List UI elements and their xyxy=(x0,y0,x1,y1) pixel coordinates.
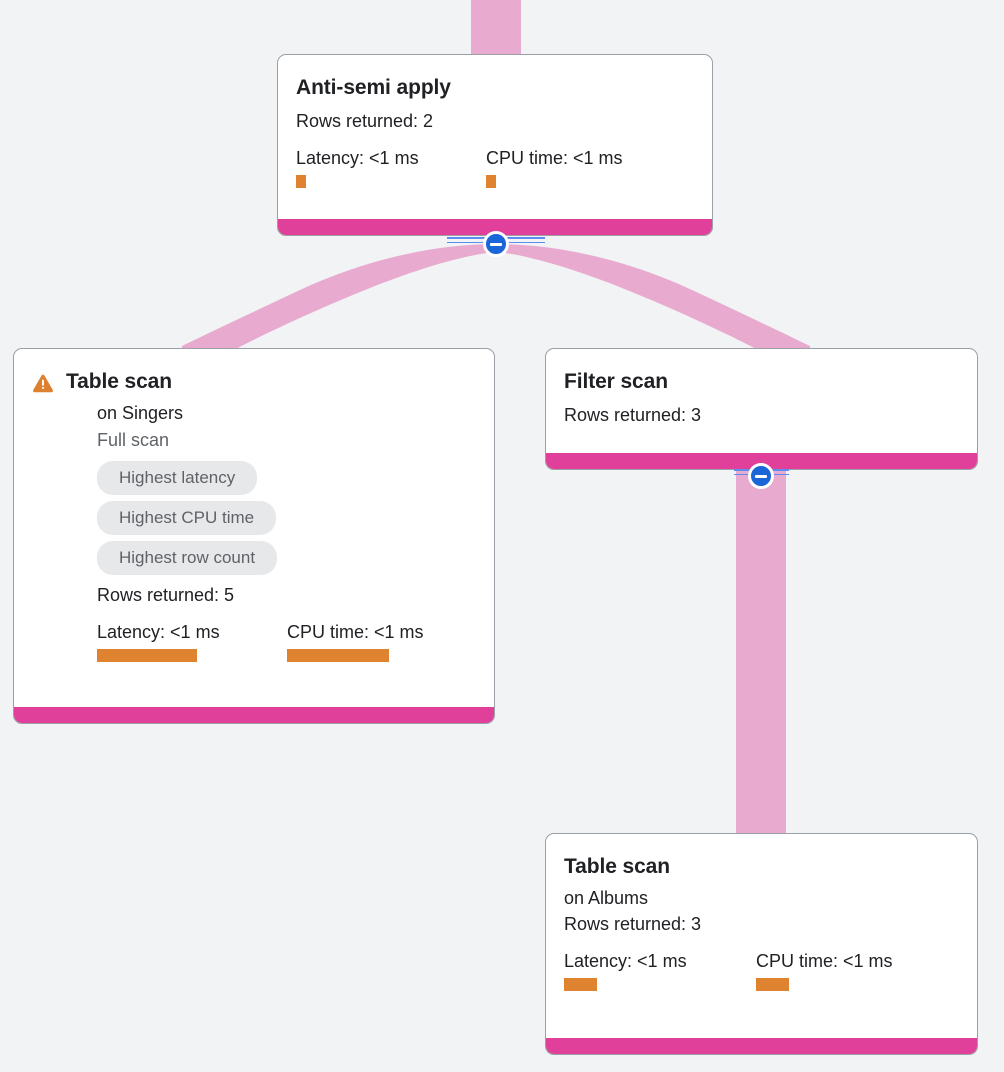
node-metrics: Latency: <1 ms CPU time: <1 ms xyxy=(296,147,694,188)
node-details: on Singers Full scan Highest latency Hig… xyxy=(32,400,476,662)
node-footer-bar xyxy=(14,707,494,723)
chip-highest-row-count[interactable]: Highest row count xyxy=(97,541,278,575)
rows-returned: Rows returned: 2 xyxy=(296,111,434,131)
node-title: Table scan xyxy=(66,370,172,393)
edge-filter-scan-to-table-scan-albums xyxy=(736,470,786,836)
plan-node-table-scan-singers[interactable]: Table scan on Singers Full scan Highest … xyxy=(13,348,495,724)
cpu-bar xyxy=(486,175,496,188)
node-chips: Highest latency Highest CPU time Highest… xyxy=(97,461,476,575)
chip-highest-latency[interactable]: Highest latency xyxy=(97,461,258,495)
node-body: Filter scan Rows returned: 3 xyxy=(546,349,977,453)
node-title: Anti-semi apply xyxy=(296,76,451,99)
minus-icon xyxy=(755,474,767,478)
latency-bar xyxy=(564,978,597,991)
node-title-row: Filter scan xyxy=(564,369,959,395)
cpu-metric: CPU time: <1 ms xyxy=(486,147,623,188)
latency-metric: Latency: <1 ms xyxy=(296,147,486,188)
latency-label: Latency: <1 ms xyxy=(296,148,419,168)
latency-metric: Latency: <1 ms xyxy=(564,950,756,991)
latency-bar xyxy=(296,175,306,188)
rows-returned: Rows returned: 5 xyxy=(97,585,235,605)
node-title: Filter scan xyxy=(564,370,668,393)
edge-root-to-filter-scan xyxy=(496,244,810,352)
node-body: Table scan on Singers Full scan Highest … xyxy=(14,349,494,707)
node-body: Table scan on Albums Rows returned: 3 La… xyxy=(546,834,977,1038)
latency-label: Latency: <1 ms xyxy=(564,951,687,971)
plan-node-filter-scan[interactable]: Filter scan Rows returned: 3 xyxy=(545,348,978,470)
node-footer-bar xyxy=(546,1038,977,1054)
node-metrics: Latency: <1 ms CPU time: <1 ms xyxy=(564,950,959,991)
node-footer-bar xyxy=(278,219,712,235)
node-title-row: Table scan xyxy=(32,369,476,395)
cpu-label: CPU time: <1 ms xyxy=(486,148,623,168)
scan-target: on Albums xyxy=(564,888,649,908)
node-footer-bar xyxy=(546,453,977,469)
warning-triangle-icon xyxy=(33,374,53,393)
rows-returned: Rows returned: 3 xyxy=(564,914,702,934)
latency-label: Latency: <1 ms xyxy=(97,622,220,642)
node-title-row: Table scan xyxy=(564,854,959,880)
cpu-bar xyxy=(756,978,789,991)
edge-root-to-table-scan-singers xyxy=(182,244,496,352)
node-metrics: Latency: <1 ms CPU time: <1 ms xyxy=(97,621,476,662)
rows-returned: Rows returned: 3 xyxy=(564,405,702,425)
chip-highest-cpu-time[interactable]: Highest CPU time xyxy=(97,501,277,535)
latency-bar xyxy=(97,649,197,662)
collapse-toggle-filter-scan[interactable] xyxy=(748,463,774,489)
plan-node-anti-semi-apply[interactable]: Anti-semi apply Rows returned: 2 Latency… xyxy=(277,54,713,236)
cpu-label: CPU time: <1 ms xyxy=(756,951,893,971)
plan-node-table-scan-albums[interactable]: Table scan on Albums Rows returned: 3 La… xyxy=(545,833,978,1055)
scan-target: on Singers xyxy=(97,403,184,423)
cpu-metric: CPU time: <1 ms xyxy=(287,621,424,662)
collapse-toggle-anti-semi-apply[interactable] xyxy=(483,231,509,257)
scan-type: Full scan xyxy=(97,430,170,450)
cpu-metric: CPU time: <1 ms xyxy=(756,950,893,991)
node-title-row: Anti-semi apply xyxy=(296,75,694,101)
node-title: Table scan xyxy=(564,855,670,878)
cpu-bar xyxy=(287,649,389,662)
edge-root-incoming xyxy=(471,0,521,56)
cpu-label: CPU time: <1 ms xyxy=(287,622,424,642)
latency-metric: Latency: <1 ms xyxy=(97,621,287,662)
minus-icon xyxy=(490,242,502,246)
node-body: Anti-semi apply Rows returned: 2 Latency… xyxy=(278,55,712,219)
